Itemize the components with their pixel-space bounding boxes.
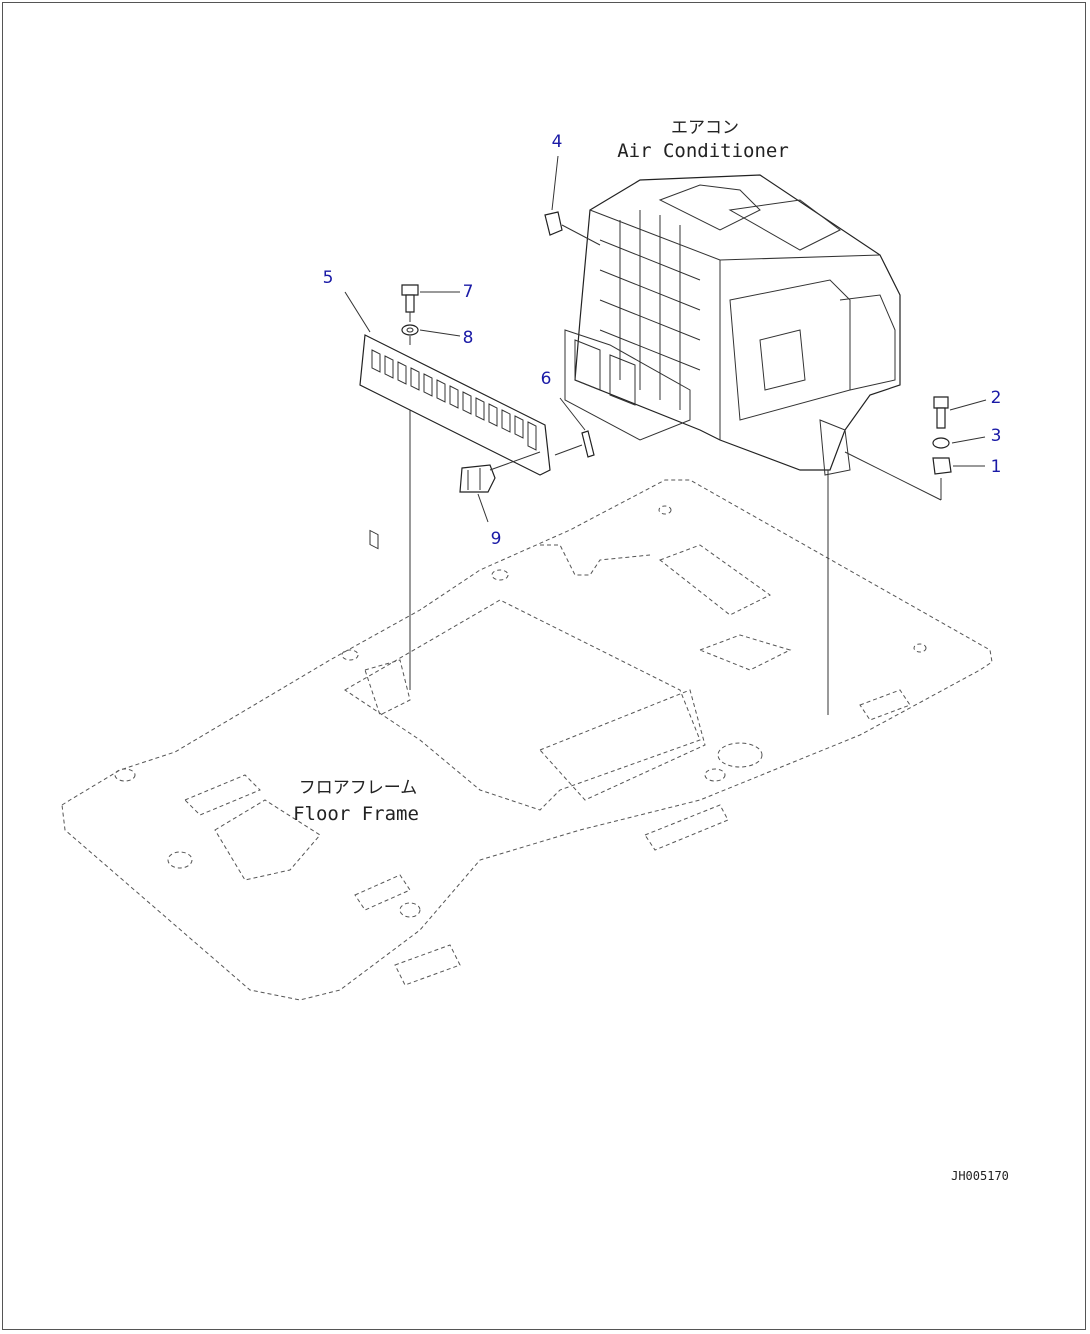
assembly-lines (344, 155, 987, 715)
drawing-code: JH005170 (951, 1169, 1009, 1183)
callout-3: 3 (991, 426, 1002, 446)
grille-part (359, 334, 551, 550)
part-4-bushing (544, 211, 601, 246)
part-1-nut (932, 457, 952, 475)
air-conditioner-label-en: Air Conditioner (617, 140, 789, 162)
floor-frame (61, 479, 993, 1001)
part-9-clip (459, 464, 496, 493)
callout-4: 4 (552, 132, 563, 152)
callout-5: 5 (323, 268, 334, 288)
part-6-pad (581, 430, 595, 458)
part-8-washer (401, 324, 419, 336)
part-2-bolt (933, 396, 949, 429)
callout-6: 6 (541, 369, 552, 389)
floor-frame-label-en: Floor Frame (293, 803, 419, 825)
callout-8: 8 (463, 328, 474, 348)
air-conditioner-unit (564, 174, 901, 476)
callout-7: 7 (463, 282, 474, 302)
part-7-bolt (401, 284, 419, 313)
grille-slots (369, 529, 379, 550)
callout-2: 2 (991, 388, 1002, 408)
part-3-washer (932, 437, 950, 449)
air-conditioner-label-jp: エアコン (671, 118, 739, 138)
floor-frame-label-jp: フロアフレーム (299, 778, 418, 798)
callout-9: 9 (491, 529, 502, 549)
callout-1: 1 (991, 457, 1002, 477)
